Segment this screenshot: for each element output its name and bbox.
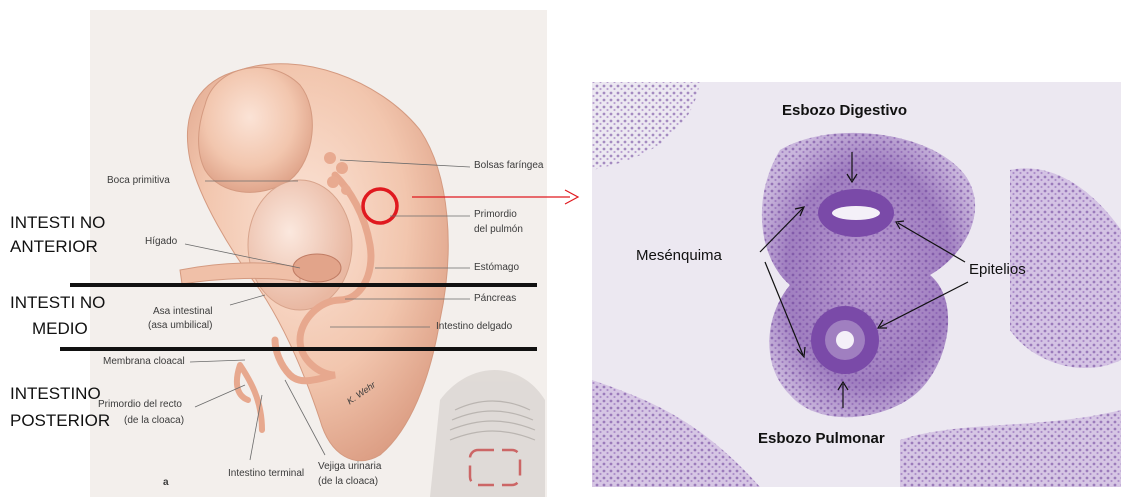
label-esbozo-digestivo: Esbozo Digestivo (782, 102, 907, 119)
label-esbozo-pulmonar: Esbozo Pulmonar (758, 430, 885, 447)
label-epitelios: Epitelios (969, 261, 1026, 278)
label-mesenquima: Mesénquima (636, 247, 722, 264)
